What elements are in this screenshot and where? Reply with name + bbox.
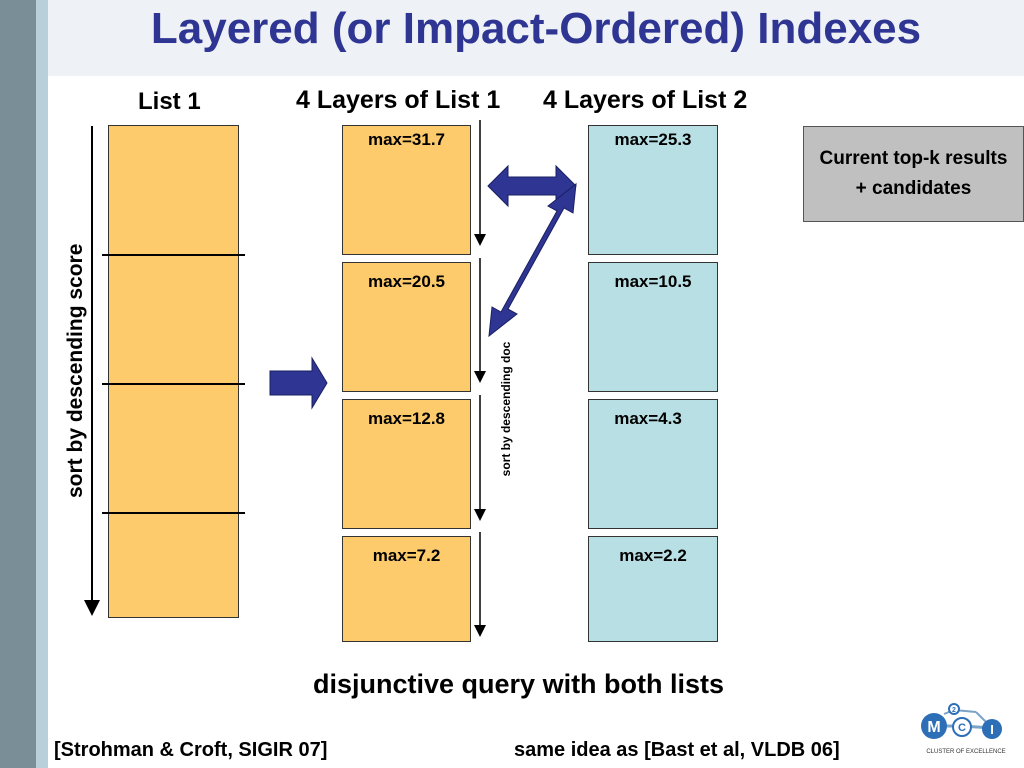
footer-right-citation: same idea as [Bast et al, VLDB 06] — [514, 739, 840, 761]
layer2-box-1 — [588, 125, 718, 255]
slide-title: Layered (or Impact-Ordered) Indexes — [150, 4, 922, 53]
list1-label: List 1 — [138, 88, 201, 115]
layer2-max-2: max=10.5 — [614, 272, 692, 291]
layer1-box-4 — [342, 536, 471, 642]
list1-divider-2 — [102, 383, 245, 385]
layer2-box-3 — [588, 399, 718, 529]
topk-results-line1: Current top-k results — [819, 148, 1008, 169]
transform-arrow-icon — [269, 356, 328, 410]
double-arrow-diagonal-icon — [488, 182, 577, 338]
footer-left-citation: [Strohman & Croft, SIGIR 07] — [54, 739, 328, 761]
layer1-max-4: max=7.2 — [372, 546, 441, 565]
layer1-max-1: max=31.7 — [367, 130, 446, 149]
layers1-header: 4 Layers of List 1 — [296, 86, 501, 114]
layer1-box-3 — [342, 399, 471, 529]
layer1-box-1 — [342, 125, 471, 255]
topk-results-line2: + candidates — [855, 178, 972, 199]
layer1-max-2: max=20.5 — [367, 272, 446, 291]
list1-box — [108, 125, 239, 618]
logo-caption: CLUSTER OF EXCELLENCE — [926, 749, 1005, 755]
layer2-box-4 — [588, 536, 718, 642]
logo-letter-2: 2 — [952, 707, 956, 714]
diagram-caption: disjunctive query with both lists — [313, 669, 725, 699]
layer2-max-1: max=25.3 — [614, 130, 692, 149]
layer2-box-2 — [588, 262, 718, 392]
layer2-max-4: max=2.2 — [619, 546, 687, 565]
m2ci-logo-graphic: M 2 C I CLUSTER OF EXCELLENCE — [921, 703, 1006, 755]
list1-divider-3 — [102, 512, 245, 514]
m2ci-logo: M 2 C I CLUSTER OF EXCELLENCE — [914, 700, 1014, 758]
left-decor-stripe — [36, 0, 48, 768]
logo-letter-i: I — [990, 722, 994, 737]
layer1-max-3: max=12.8 — [367, 409, 446, 428]
logo-letter-c: C — [958, 722, 966, 734]
topk-results-box: Current top-k results + candidates — [803, 126, 1024, 222]
layers2-header: 4 Layers of List 2 — [543, 86, 748, 114]
list1-divider-1 — [102, 254, 245, 256]
layer2-max-3: max=4.3 — [614, 409, 682, 428]
layer1-box-2 — [342, 262, 471, 392]
left-decor-bar — [0, 0, 36, 768]
title-band — [48, 0, 1024, 76]
logo-letter-m: M — [927, 719, 940, 736]
